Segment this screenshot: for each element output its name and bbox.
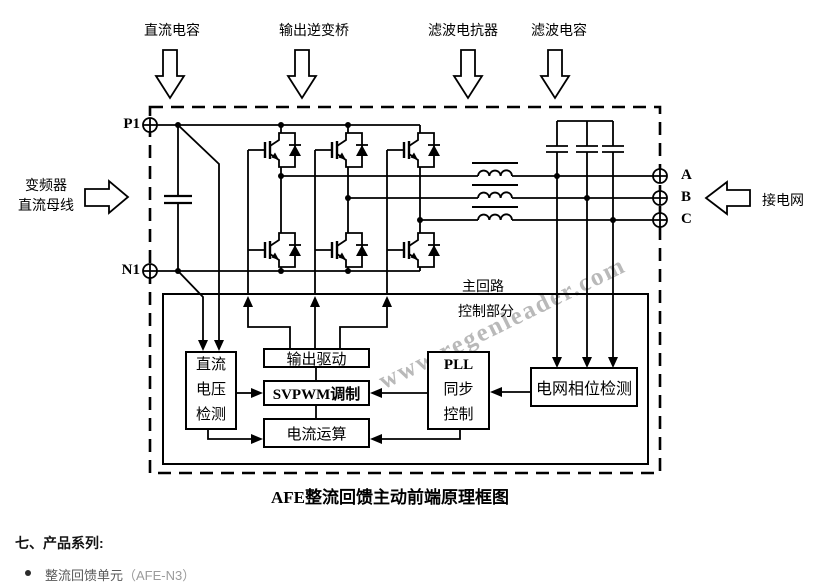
dc-bus-arrow [84,179,130,215]
block-current-calc: 电流运算 [263,418,370,448]
label-output-inverter-bridge: 输出逆变桥 [279,24,349,39]
label-n1: N1 [121,262,140,278]
label-dc-capacitor: 直流电容 [144,24,200,39]
grid-arrow [704,180,751,216]
circuit-diagram [84,49,751,475]
terminal-p1 [142,117,158,133]
pointer-arrows-down [154,49,571,100]
label-phase-b: B [681,189,692,205]
block-svpwm: SVPWM调制 [263,380,370,406]
pll-line1: PLL [443,357,474,373]
product-item-code: （AFE-N3） [123,568,196,583]
junction-dots [175,122,616,274]
dc-detect-line3: 检测 [195,407,226,423]
terminal-a [652,168,668,184]
output-drive-label: 输出驱动 [286,351,347,368]
signal-arrowheads [198,296,618,444]
label-main-circuit: 主回路 [462,280,504,295]
label-filter-capacitor: 滤波电容 [531,24,587,39]
igbt-bridge [246,131,442,269]
product-series-heading: 七、产品系列: [15,535,104,551]
block-dc-voltage-detect: 直流 电压 检测 [185,351,237,430]
bullet-icon [25,570,31,576]
product-list-item: 整流回馈单元（AFE-N3） [45,565,195,584]
label-p1: P1 [123,116,140,132]
dc-detect-line2: 电压 [195,382,226,398]
label-control-part: 控制部分 [458,305,514,320]
block-pll: PLL 同步 控制 [427,351,490,430]
label-inverter: 变频器 [25,179,67,194]
label-filter-reactor: 滤波电抗器 [428,24,498,39]
grid-phase-label: 电网相位检测 [535,381,632,398]
terminal-c [652,212,668,228]
dc-detect-line1: 直流 [195,357,226,373]
terminal-b [652,190,668,206]
pll-line2: 同步 [443,382,474,398]
current-calc-label: 电流运算 [286,426,347,443]
pll-line3: 控制 [443,407,474,423]
block-output-drive: 输出驱动 [263,348,370,368]
label-grid: 接电网 [762,194,804,209]
dashed-boundary [148,105,662,475]
block-grid-phase-detect: 电网相位检测 [530,367,638,407]
terminal-n1 [142,263,158,279]
product-item-label: 整流回馈单元 [45,568,124,583]
terminals [142,117,668,279]
label-phase-c: C [681,211,692,227]
diagram-caption: AFE整流回馈主动前端原理框图 [271,488,509,507]
label-dc-bus: 直流母线 [18,199,74,214]
control-boundary [162,293,649,465]
label-phase-a: A [681,167,692,183]
svpwm-label: SVPWM调制 [272,386,361,403]
